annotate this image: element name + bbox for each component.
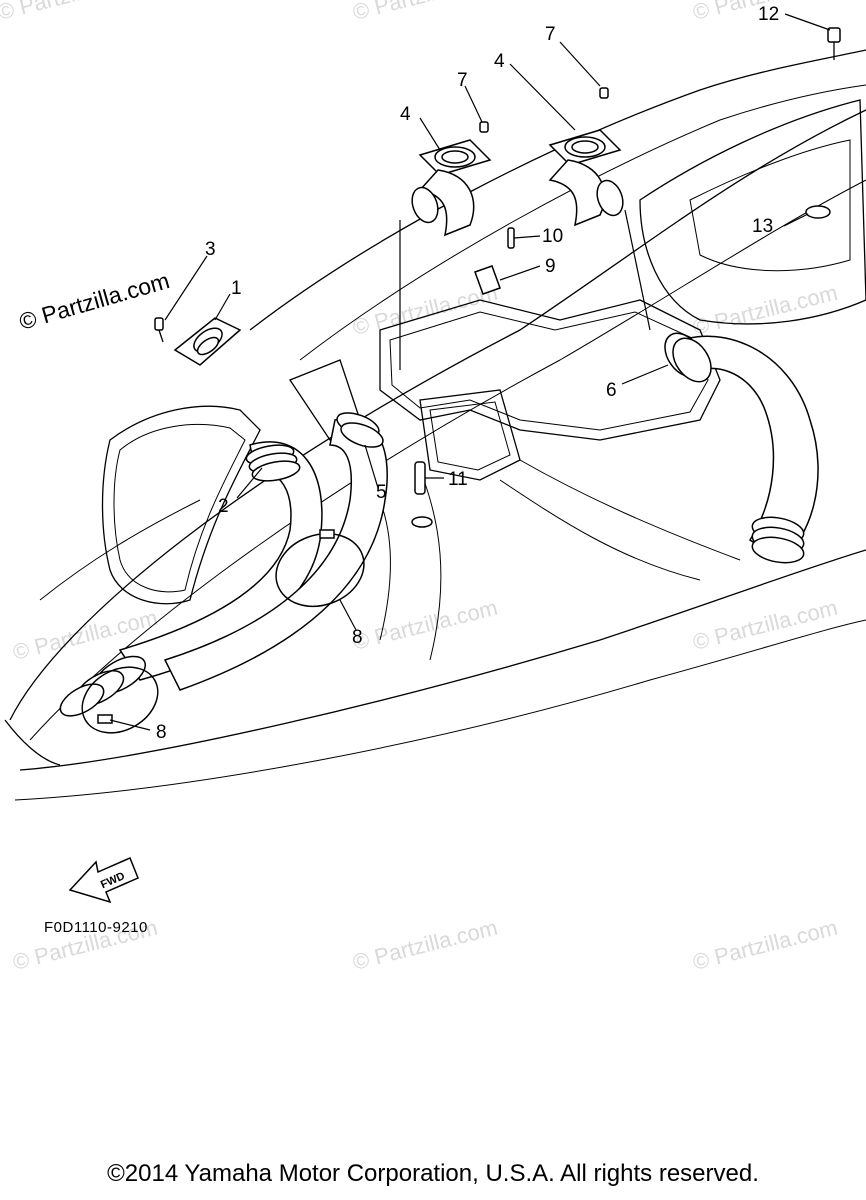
parts-diagram: © Partzilla.com © Partzilla.com © Partzi… [0,0,866,975]
watermark-text: © Partzilla.com [350,280,500,340]
callout-13: 13 [752,216,773,237]
part-4-elbow [548,129,624,227]
callout-8a: 8 [352,627,363,648]
watermark-text: © Partzilla.com [0,0,145,25]
callout-11: 11 [448,469,468,490]
fwd-arrow-icon: FWD [68,857,139,904]
part-8-clamp [275,529,365,608]
watermark-text-main: © Partzilla.com [16,267,172,335]
callout-10: 10 [542,226,563,247]
part-1-flange [173,317,242,366]
watermark-text: © Partzilla.com [690,915,840,975]
watermark-text: © Partzilla.com [690,280,840,340]
part-13-clip [805,205,831,219]
callout-6: 6 [606,380,617,401]
callout-4a: 4 [400,104,411,125]
part-7-screw [599,87,609,99]
watermark-text: © Partzilla.com [690,595,840,655]
watermark-text: © Partzilla.com [350,595,500,655]
part-3-bolt [154,317,164,343]
part-2-hose [59,441,323,717]
callout-labels: 1 2 3 4 4 5 6 7 7 8 8 9 10 11 12 13 [156,4,779,743]
callout-2: 2 [218,496,229,517]
part-6-hose [664,332,819,564]
copyright-notice: ©2014 Yamaha Motor Corporation, U.S.A. A… [107,1160,759,1187]
leader-lines [109,13,831,731]
hull-outline [4,49,866,801]
part-10-pin [507,227,515,249]
part-4-elbow [411,139,492,237]
watermark-text: © Partzilla.com [350,0,500,25]
part-9-bracket [474,265,501,295]
part-7-screw [479,121,489,133]
callout-8b: 8 [156,722,167,743]
callout-9: 9 [545,256,556,277]
callout-4b: 4 [494,51,505,72]
part-11-fitting [411,461,433,528]
callout-5: 5 [376,482,387,503]
callout-7a: 7 [457,70,468,91]
callout-12: 12 [758,4,779,25]
callout-3: 3 [205,239,216,260]
diagram-code: F0D1110-9210 [44,919,148,936]
part-12-bolt [827,27,841,60]
watermark-text: © Partzilla.com [350,915,500,975]
callout-7b: 7 [545,24,556,45]
callout-1: 1 [231,278,242,299]
